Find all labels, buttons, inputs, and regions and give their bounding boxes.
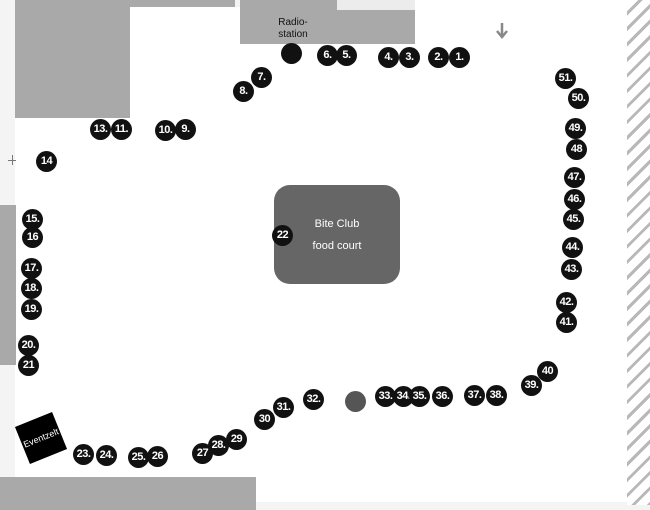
- stall-marker: 30: [254, 409, 275, 430]
- stall-marker: 38.: [486, 385, 507, 406]
- stall-marker: 45.: [563, 209, 584, 230]
- stall-marker: 40: [537, 361, 558, 382]
- food-court-subtitle: food court: [312, 240, 362, 252]
- stall-marker: 33.: [375, 386, 396, 407]
- stall-marker: 32.: [303, 389, 324, 410]
- stall-marker: 16: [22, 227, 43, 248]
- stall-marker: 37.: [464, 385, 485, 406]
- stall-marker: 27: [192, 443, 213, 464]
- building-top-right: [337, 0, 415, 10]
- stall-marker: 47.: [564, 167, 585, 188]
- stall-marker: 49.: [565, 118, 586, 139]
- stall-marker: 44.: [562, 237, 583, 258]
- food-court: Bite Club food court: [274, 185, 400, 284]
- event-tent-label: Eventzelt: [21, 426, 61, 450]
- stall-marker: 19.: [21, 299, 42, 320]
- plaza-left: [15, 118, 255, 478]
- building-top-strip: [130, 0, 235, 7]
- stall-marker: 13.: [90, 119, 111, 140]
- food-court-name: Bite Club: [314, 218, 360, 230]
- stall-marker: 50.: [568, 88, 589, 109]
- stall-marker: 39.: [521, 375, 542, 396]
- stall-marker: 11.: [111, 119, 132, 140]
- stall-marker: 14: [36, 151, 57, 172]
- building-top-left: [15, 0, 130, 118]
- stall-marker: 8.: [233, 81, 254, 102]
- stall-marker: 6.: [317, 45, 338, 66]
- stall-marker: 9.: [175, 119, 196, 140]
- stall-marker: 25.: [128, 447, 149, 468]
- grid-tick: [12, 155, 13, 165]
- radio-station-marker: [281, 43, 302, 64]
- stall-marker: 4.: [378, 47, 399, 68]
- stall-marker: 7.: [251, 67, 272, 88]
- radio-station-label: Radio- station: [278, 17, 308, 40]
- stall-marker: 46.: [564, 189, 585, 210]
- stall-marker: 26: [147, 446, 168, 467]
- stall-marker: 35.: [409, 386, 430, 407]
- grey-marker: [345, 391, 366, 412]
- plaza-upper: [130, 7, 240, 122]
- stall-marker: 17.: [21, 258, 42, 279]
- stall-marker: 21: [18, 355, 39, 376]
- stall-marker: 43.: [561, 259, 582, 280]
- stall-marker: 5.: [336, 45, 357, 66]
- parking-stripes: [627, 0, 650, 505]
- stall-marker: 51.: [555, 68, 576, 89]
- stall-marker: 48: [566, 139, 587, 160]
- stall-marker: 31.: [273, 397, 294, 418]
- stall-marker: 28.: [208, 435, 229, 456]
- stall-marker: 34.: [393, 386, 414, 407]
- stall-marker: 42.: [556, 292, 577, 313]
- stall-marker: 36.: [432, 386, 453, 407]
- stall-marker: 18.: [21, 278, 42, 299]
- stall-marker: 23.: [73, 444, 94, 465]
- building-bottom: [0, 477, 256, 510]
- stall-marker: 41.: [556, 312, 577, 333]
- corner-top-right: [415, 0, 630, 44]
- stall-marker: 1.: [449, 47, 470, 68]
- stall-marker: 2.: [428, 47, 449, 68]
- stall-marker: 24.: [96, 445, 117, 466]
- stall-marker: 10.: [155, 120, 176, 141]
- stall-marker: 15.: [22, 209, 43, 230]
- arrow-down-icon: [496, 23, 508, 39]
- stall-marker: 20.: [18, 335, 39, 356]
- stall-marker: 29: [226, 429, 247, 450]
- stall-marker: 3.: [399, 47, 420, 68]
- stall-marker: 22: [272, 225, 293, 246]
- building-left-edge: [0, 205, 16, 365]
